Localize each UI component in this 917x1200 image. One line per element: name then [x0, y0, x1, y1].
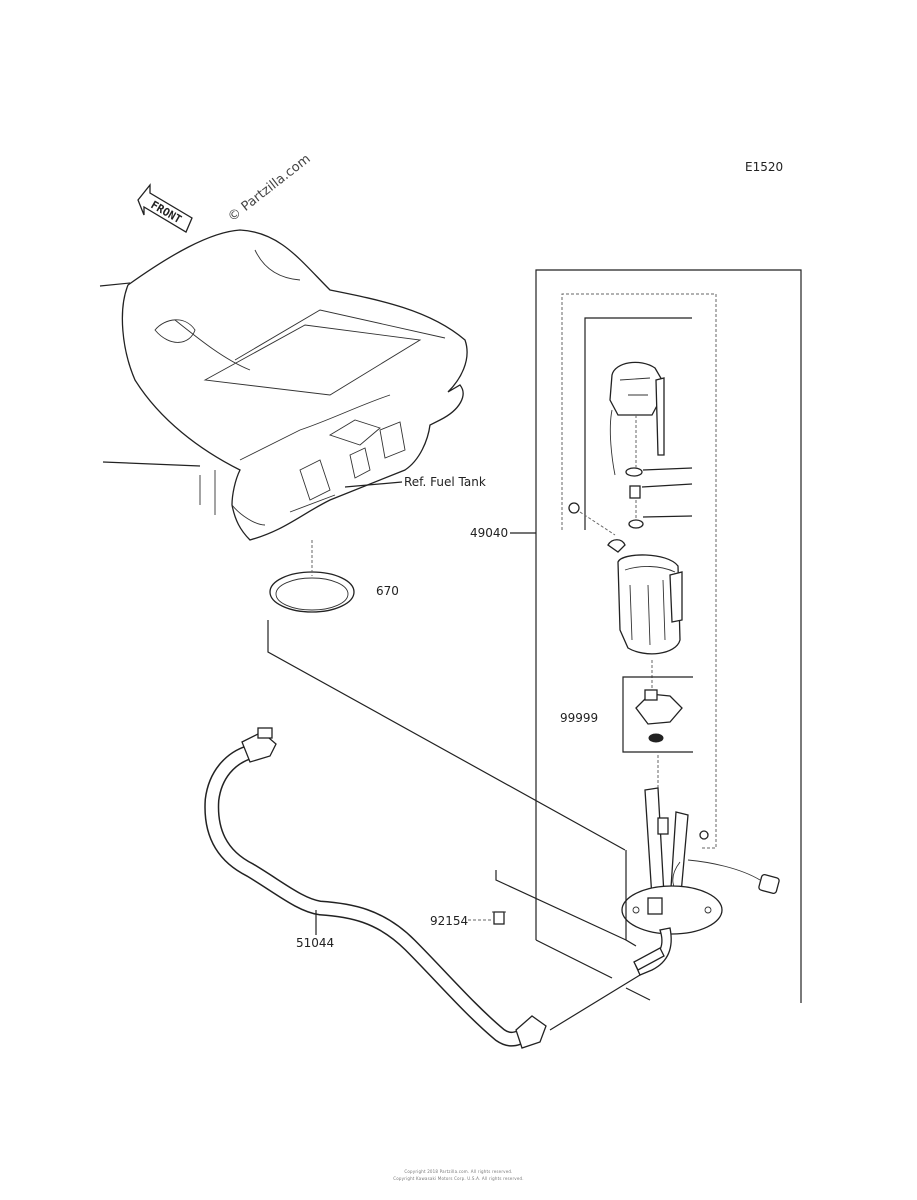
part-label-51044: 51044: [296, 936, 334, 950]
assembly-bracket-49040: [535, 269, 802, 1003]
inner-bracket: [584, 317, 692, 530]
fuel-filter: [635, 689, 683, 743]
fuel-tank: [99, 229, 468, 541]
part-label-670: 670: [376, 584, 399, 598]
guide-line-4: [495, 870, 627, 941]
seal-parts: [625, 415, 693, 529]
diagram-code: E1520: [745, 160, 783, 174]
footer-line-1: Copyright 2018 Partzilla.com. All rights…: [404, 1169, 513, 1174]
filter-bracket-99999: [622, 676, 693, 753]
wire-clip: [607, 539, 626, 553]
part-label-49040: 49040: [470, 526, 508, 540]
guide-line-2: [535, 939, 613, 979]
o-ring-670: [269, 540, 355, 613]
fuel-pump-body: [617, 554, 683, 690]
footer-line-2: Copyright Kawasaki Motors Corp. U.S.A. A…: [393, 1176, 524, 1181]
front-arrow-icon: FRONT: [137, 183, 193, 233]
inner-dotted-bracket: [561, 293, 717, 849]
fuel-hose: [204, 727, 547, 1049]
part-label-99999: 99999: [560, 711, 598, 725]
bolt-92154: [468, 911, 506, 925]
ref-fuel-tank-label: Ref. Fuel Tank: [404, 475, 486, 489]
ref-fuel-tank-leader: [344, 481, 403, 488]
guide-line-3: [625, 987, 651, 1001]
part-label-92154: 92154: [430, 914, 468, 928]
watermark: © Partzilla.com: [225, 152, 313, 226]
reference-line: [267, 620, 626, 851]
pump-top-housing: [609, 361, 665, 476]
pipe-fitting: [633, 947, 665, 971]
pump-bracket: [644, 755, 761, 906]
hose-connection-line: [549, 974, 641, 1031]
nut: [568, 502, 616, 536]
